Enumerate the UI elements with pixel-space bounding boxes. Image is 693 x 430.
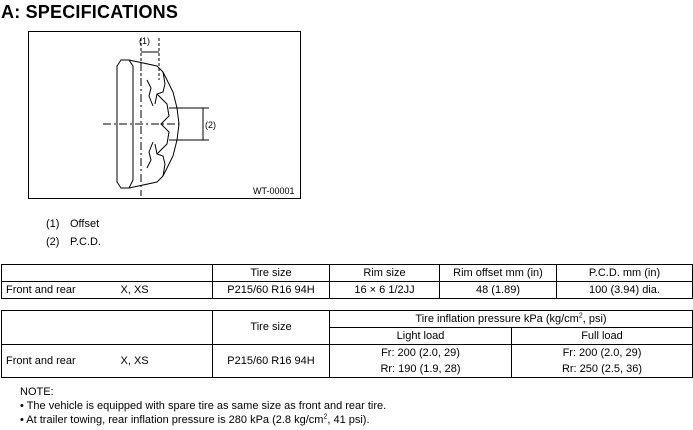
offset-callout: (1) bbox=[139, 36, 150, 46]
legend-item-pcd: (2)P.C.D. bbox=[46, 236, 101, 248]
wheel-diagram: (1) (2) WT-00001 bbox=[28, 31, 301, 199]
section-heading: A: SPECIFICATIONS bbox=[1, 2, 179, 22]
inflation-pressure-table: Tire size Tire inflation pressure kPa (k… bbox=[1, 310, 693, 378]
notes-block: NOTE: • The vehicle is equipped with spa… bbox=[20, 385, 386, 427]
table-header-row: Tire size Rim size Rim offset mm (in) P.… bbox=[1, 264, 693, 282]
wheel-cross-section-drawing bbox=[103, 38, 209, 196]
pressure-header: Tire inflation pressure kPa (kg/cm2, psi… bbox=[329, 310, 693, 328]
legend-item-offset: (1)Offset bbox=[46, 218, 100, 230]
rim-spec-table: Tire size Rim size Rim offset mm (in) P.… bbox=[1, 264, 693, 299]
figure-code: WT-00001 bbox=[253, 186, 295, 196]
pcd-callout: (2) bbox=[205, 120, 216, 130]
note-title: NOTE: bbox=[20, 386, 54, 398]
table-row: Front and rear X, XS P215/60 R16 94H Fr:… bbox=[1, 344, 693, 378]
note-trailer-towing: • At trailer towing, rear inflation pres… bbox=[20, 413, 370, 426]
note-spare-tire: • The vehicle is equipped with spare tir… bbox=[20, 400, 387, 412]
table-row: Front and rear X, XS P215/60 R16 94H 16 … bbox=[1, 281, 693, 299]
